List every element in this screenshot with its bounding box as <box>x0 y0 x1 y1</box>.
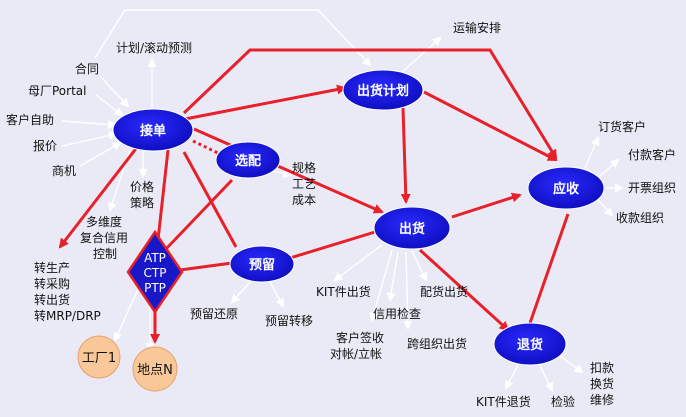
red-flows <box>58 48 570 344</box>
ar-label: 收款组织 <box>616 211 664 225</box>
thin-connectors <box>61 9 624 392</box>
sign-label-1: 客户签收 <box>336 330 384 345</box>
transfer-label-4: 转MRP/DRP <box>34 308 101 323</box>
sign-label-2: 对帐/立帐 <box>330 346 382 361</box>
inspect-label: 检验 <box>551 394 575 409</box>
config-label-3: 成本 <box>292 193 316 207</box>
node-factory[interactable]: 工厂1 <box>77 335 121 379</box>
price-label-1: 价格 <box>130 179 154 194</box>
reserve-restore-label: 预留还原 <box>190 307 238 321</box>
node-factory-label: 工厂1 <box>82 351 116 366</box>
input-label: 商机 <box>52 163 76 178</box>
transport-label: 运输安排 <box>453 20 501 35</box>
shipment-labels: KIT件出货 客户签收 对帐/立帐 信用检查 配货出货 跨组织出货 <box>316 284 468 361</box>
credit-label-3: 控制 <box>93 247 117 261</box>
transfer-label-3: 转出货 <box>34 292 70 307</box>
ar-labels: 订货客户 付款客户 开票组织 收款组织 <box>598 119 676 225</box>
credit-check-label: 信用检查 <box>373 306 421 321</box>
ar-label: 订货客户 <box>598 119 646 134</box>
kit-return-label: KIT件退货 <box>476 394 531 409</box>
atp-line-1: ATP <box>144 251 166 265</box>
input-label: 母厂Portal <box>28 84 86 98</box>
kit-ship-label: KIT件出货 <box>316 284 371 299</box>
node-shipment[interactable]: 出货 <box>373 206 451 250</box>
node-location-label: 地点N <box>137 363 173 378</box>
return-action-label: 换货 <box>590 376 614 391</box>
atp-line-3: PTP <box>144 281 166 295</box>
input-labels: 合同 母厂Portal 客户自助 报价 商机 <box>6 61 99 178</box>
node-atp[interactable]: ATP CTP PTP <box>126 229 184 315</box>
cross-org-label: 跨组织出货 <box>407 336 467 351</box>
node-config[interactable]: 选配 <box>215 141 281 179</box>
config-labels: 规格 工艺 成本 <box>292 160 316 207</box>
node-returns-label: 退货 <box>517 337 543 353</box>
ar-label: 开票组织 <box>628 181 676 195</box>
node-order[interactable]: 接单 <box>112 108 194 152</box>
node-shipment-label: 出货 <box>399 221 425 237</box>
reserve-transfer-label: 预留转移 <box>265 313 313 328</box>
node-returns[interactable]: 退货 <box>493 322 567 366</box>
return-action-label: 扣款 <box>590 361 614 375</box>
plan-label: 计划/滚动预测 <box>116 40 192 55</box>
return-action-label: 维修 <box>590 392 614 407</box>
price-label-2: 策略 <box>130 195 154 210</box>
credit-label-1: 多维度 <box>86 214 122 229</box>
parts-ship-label: 配货出货 <box>420 284 468 299</box>
order-labels: 计划/滚动预测 价格 策略 多维度 复合信用 控制 转生产 转采购 转出货 转M… <box>34 40 192 323</box>
node-reserve-label: 预留 <box>249 257 275 273</box>
node-ar-label: 应收 <box>553 181 580 197</box>
transfer-label-2: 转采购 <box>34 276 70 291</box>
node-config-label: 选配 <box>235 153 261 169</box>
transfer-label-1: 转生产 <box>34 260 70 275</box>
atp-line-2: CTP <box>144 266 167 280</box>
config-label-1: 规格 <box>292 160 316 175</box>
input-label: 合同 <box>75 61 99 76</box>
ar-label: 付款客户 <box>628 147 676 162</box>
config-label-2: 工艺 <box>292 177 316 191</box>
node-order-label: 接单 <box>140 123 166 139</box>
node-ship-plan-label: 出货计划 <box>357 83 409 99</box>
node-ar[interactable]: 应收 <box>527 166 605 210</box>
node-reserve[interactable]: 预留 <box>229 245 295 283</box>
node-location[interactable]: 地点N <box>132 346 178 392</box>
reserve-labels: 预留还原 预留转移 <box>190 307 313 328</box>
credit-label-2: 复合信用 <box>80 230 128 245</box>
returns-labels: KIT件退货 检验 扣款 换货 维修 <box>476 361 614 409</box>
node-ship-plan[interactable]: 出货计划 <box>342 69 424 111</box>
input-label: 客户自助 <box>6 112 54 127</box>
input-label: 报价 <box>33 138 57 153</box>
